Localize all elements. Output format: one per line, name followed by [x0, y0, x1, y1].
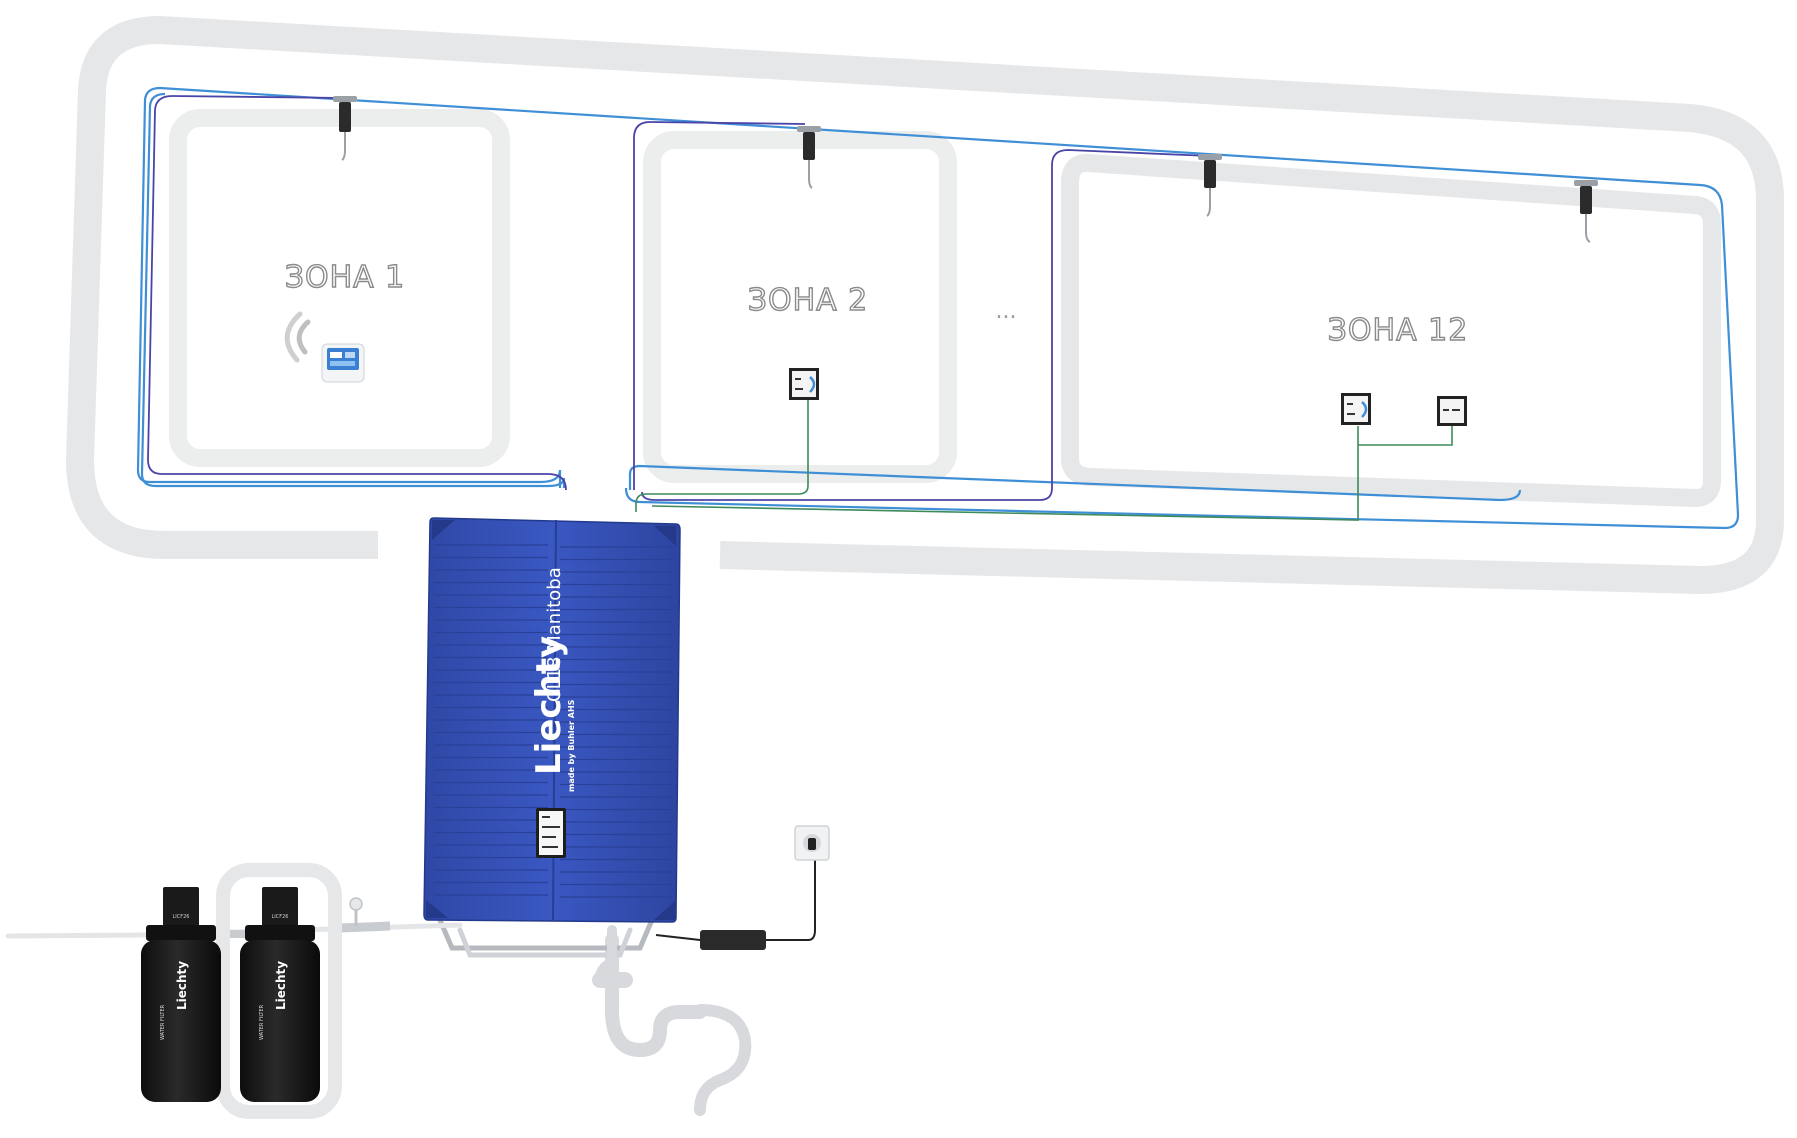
zone-room-2: [643, 131, 957, 483]
water-inlet-line: [5, 897, 463, 939]
wall-humidistat-zone-2: [789, 368, 819, 400]
filter-1-body-label: WATER FILTER: [160, 1004, 166, 1040]
power-supply: [655, 825, 830, 950]
filter-2-brand: Liechty: [274, 961, 288, 1010]
wifi-icon: [296, 319, 311, 355]
mist-nozzle-3: [1198, 154, 1222, 217]
zone-12-label: ЗОНА 12: [1328, 313, 1469, 348]
filter-1-head-label: LICF26: [173, 914, 190, 920]
wireless-humidity-sensor: [284, 311, 365, 383]
unit-ribs: [434, 544, 672, 898]
zone-1-label: ЗОНА 1: [285, 260, 406, 295]
filter-2-body-label: WATER FILTER: [259, 1004, 265, 1040]
mist-nozzle-1: [333, 96, 357, 161]
humidifier-unit: Liechty CL18 Manitoba made by Buhler AHS: [423, 517, 681, 923]
power-adapter: [700, 930, 766, 950]
supply-lines: [147, 95, 1211, 501]
zones-ellipsis: ...: [996, 299, 1017, 324]
unit-brand: Liechty: [529, 636, 569, 775]
mist-nozzle-4: [1574, 180, 1598, 243]
unit-model: CL18 Manitoba: [544, 567, 565, 702]
drain-siphon: [592, 933, 752, 1116]
wall-humidistat-zone-12-b: [1437, 396, 1467, 426]
water-filter-2: LICF26 Liechty WATER FILTER: [240, 887, 320, 1102]
water-distribution-pipes: [136, 86, 1740, 530]
mist-nozzle-2: [797, 126, 821, 189]
zone-2-label: ЗОНА 2: [748, 283, 869, 318]
wall-humidistat-zone-12-a: [1341, 393, 1371, 425]
water-filter-1: LICF26 Liechty WATER FILTER: [141, 887, 221, 1102]
sensor-signal-lines: [635, 400, 1453, 521]
filter-2-head-label: LICF26: [272, 914, 289, 920]
unit-maker: made by Buhler AHS: [567, 699, 576, 792]
zone-room-12: [1061, 154, 1721, 508]
replaceable-filter-highlight: [216, 863, 342, 1119]
filter-1-brand: Liechty: [175, 961, 189, 1010]
unit-mounting-bracket: [437, 917, 655, 970]
building-outline: [65, 15, 1784, 595]
pressure-gauge-icon: [349, 897, 363, 911]
